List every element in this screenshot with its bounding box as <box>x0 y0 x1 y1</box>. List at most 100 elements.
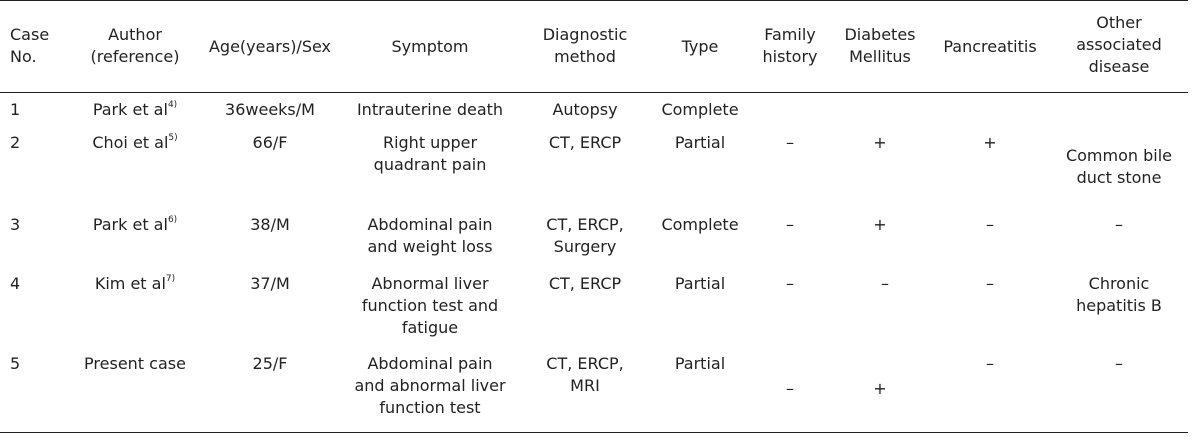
symptom-line: Intrauterine death <box>356 100 504 119</box>
pancreatitis-cell: – <box>986 274 994 293</box>
reference-number: 4) <box>167 99 178 110</box>
diagnostic-line: MRI <box>570 376 600 395</box>
symptom-line: Abnormal liver <box>371 274 489 293</box>
header-family-history: Family history <box>750 24 830 68</box>
diagnostic-line: Autopsy <box>552 100 618 119</box>
type-cell: Partial <box>674 354 726 373</box>
case-number: 4 <box>10 274 21 293</box>
symptom-cell: Intrauterine death <box>345 99 515 121</box>
header-line: Mellitus <box>849 47 911 66</box>
header-diagnostic-method: Diagnostic method <box>520 24 650 68</box>
other-disease-cell: Chronic hepatitis B <box>1050 273 1188 317</box>
header-line: Diagnostic <box>542 25 628 44</box>
diabetes-cell: + <box>873 379 887 398</box>
pancreatitis-cell: + <box>983 133 997 152</box>
symptom-line: quadrant pain <box>373 155 487 174</box>
header-line: Other <box>1096 13 1142 32</box>
reference-number: 7) <box>165 273 176 284</box>
family-history-cell: – <box>786 379 794 398</box>
other-disease-line: hepatitis B <box>1076 296 1162 315</box>
symptom-line: function test and <box>361 296 499 315</box>
age-sex: 38/M <box>250 215 290 234</box>
header-line: (reference) <box>90 47 180 66</box>
bottom-rule <box>0 432 1188 433</box>
other-disease-cell: – <box>1050 214 1188 236</box>
other-disease-cell: – <box>1050 353 1188 375</box>
header-case-no: Case No. <box>10 24 70 68</box>
author-cell: Choi et al5) <box>75 132 195 154</box>
header-age-sex: Age(years)/Sex <box>200 36 340 58</box>
diagnostic-line: CT, ERCP <box>548 274 622 293</box>
age-sex: 36weeks/M <box>225 100 315 119</box>
symptom-line: Abdominal pain <box>367 215 493 234</box>
author-name: Kim et al <box>94 274 166 293</box>
header-rule <box>0 92 1188 93</box>
header-line: history <box>762 47 818 66</box>
header-line: Type <box>681 37 719 56</box>
diagnostic-cell: Autopsy <box>520 99 650 121</box>
symptom-line: and weight loss <box>367 237 493 256</box>
symptom-line: fatigue <box>401 318 459 337</box>
header-line: Case <box>10 25 50 44</box>
diabetes-cell: – <box>881 274 889 293</box>
family-history-cell: – <box>786 215 794 234</box>
symptom-cell: Abdominal pain and weight loss <box>345 214 515 258</box>
symptom-cell: Abnormal liver function test and fatigue <box>345 273 515 339</box>
age-sex: 37/M <box>250 274 290 293</box>
header-line: method <box>554 47 616 66</box>
header-line: No. <box>10 47 37 66</box>
other-disease-cell: Common bile duct stone <box>1050 145 1188 189</box>
case-number: 2 <box>10 133 21 152</box>
header-line: Family <box>764 25 816 44</box>
header-line: Author <box>108 25 162 44</box>
age-sex: 25/F <box>252 354 288 373</box>
diabetes-cell: + <box>873 215 887 234</box>
header-line: Age(years)/Sex <box>208 37 332 56</box>
diagnostic-cell: CT, ERCP, Surgery <box>520 214 650 258</box>
header-other-disease: Other associated disease <box>1050 12 1188 78</box>
case-number: 5 <box>10 354 21 373</box>
top-rule <box>0 0 1188 1</box>
pancreatitis-cell: – <box>986 215 994 234</box>
header-line: Pancreatitis <box>943 37 1037 56</box>
header-diabetes-mellitus: Diabetes Mellitus <box>835 24 925 68</box>
header-symptom: Symptom <box>345 36 515 58</box>
author-cell: Park et al4) <box>75 99 195 121</box>
header-line: Symptom <box>391 37 469 56</box>
header-author: Author (reference) <box>75 24 195 68</box>
author-name: Present case <box>84 354 186 373</box>
symptom-cell: Abdominal pain and abnormal liver functi… <box>345 353 515 419</box>
reference-number: 6) <box>167 214 178 225</box>
header-line: associated <box>1076 35 1162 54</box>
other-disease-line: Chronic <box>1088 274 1150 293</box>
header-line: Diabetes <box>844 25 916 44</box>
author-name: Park et al <box>92 215 168 234</box>
case-number: 1 <box>10 100 21 119</box>
type-cell: Partial <box>674 133 726 152</box>
symptom-line: Abdominal pain <box>367 354 493 373</box>
author-cell: Park et al6) <box>75 214 195 236</box>
case-number: 3 <box>10 215 21 234</box>
family-history-cell: – <box>786 133 794 152</box>
diagnostic-cell: CT, ERCP <box>520 132 650 154</box>
diagnostic-line: CT, ERCP, <box>546 354 624 373</box>
author-name: Choi et al <box>92 133 169 152</box>
header-pancreatitis: Pancreatitis <box>930 36 1050 58</box>
other-disease-line: duct stone <box>1076 168 1162 187</box>
pancreatitis-cell: – <box>986 354 994 373</box>
diagnostic-line: CT, ERCP, <box>546 215 624 234</box>
family-history-cell: – <box>786 274 794 293</box>
author-cell: Present case <box>75 353 195 375</box>
symptom-line: and abnormal liver <box>354 376 506 395</box>
diagnostic-cell: CT, ERCP <box>520 273 650 295</box>
other-disease-line: – <box>1115 354 1123 373</box>
diagnostic-line: CT, ERCP <box>548 133 622 152</box>
other-disease-line: Common bile <box>1065 146 1173 165</box>
other-disease-line: – <box>1115 215 1123 234</box>
diagnostic-line: Surgery <box>553 237 617 256</box>
author-cell: Kim et al7) <box>75 273 195 295</box>
symptom-line: Right upper <box>382 133 478 152</box>
author-name: Park et al <box>92 100 168 119</box>
type-cell: Complete <box>661 215 739 234</box>
type-cell: Partial <box>674 274 726 293</box>
